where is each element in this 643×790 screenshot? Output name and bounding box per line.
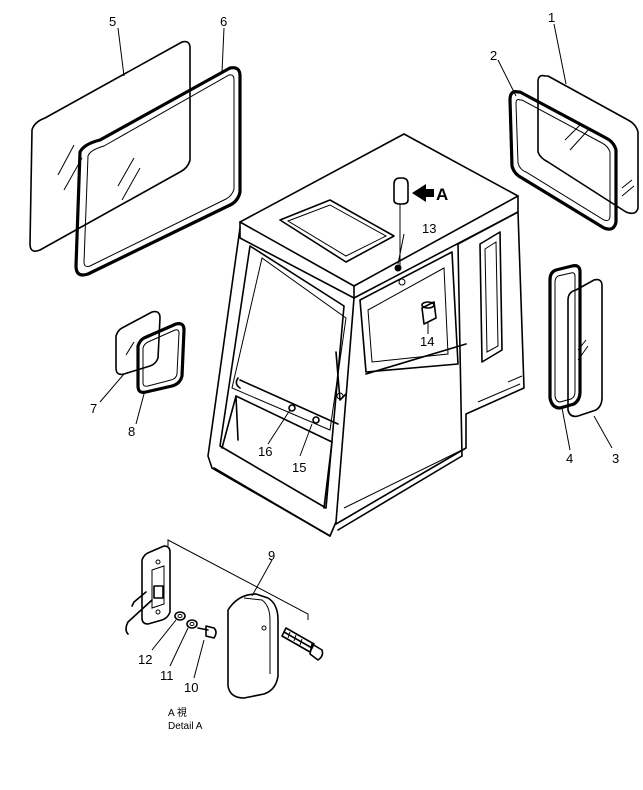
part-8-small-weather-strip xyxy=(136,322,186,394)
callout-3: 3 xyxy=(612,451,619,466)
callout-6: 6 xyxy=(220,14,227,29)
callout-7: 7 xyxy=(90,401,97,416)
callout-14: 14 xyxy=(420,334,434,349)
part-3-glass-right-lower xyxy=(567,278,603,418)
callout-4: 4 xyxy=(566,451,573,466)
callout-11: 11 xyxy=(160,668,174,683)
view-marker-label: A xyxy=(436,185,448,204)
callout-16: 16 xyxy=(258,444,272,459)
part-5-side-glass-left xyxy=(29,40,191,252)
callout-13: 13 xyxy=(422,221,436,236)
callout-8: 8 xyxy=(128,424,135,439)
leader-lines xyxy=(99,23,613,679)
detail-caption-jp: A 視 xyxy=(168,706,187,719)
cab-frame xyxy=(207,133,525,537)
callout-5: 5 xyxy=(109,14,116,29)
callout-9: 9 xyxy=(268,548,275,563)
view-arrow-icon xyxy=(412,184,434,202)
detail-caption: A 視 Detail A xyxy=(168,706,203,732)
callout-2: 2 xyxy=(490,48,497,63)
callout-15: 15 xyxy=(292,460,306,475)
part-2-weather-strip-right-upper xyxy=(508,90,618,231)
part-6-weather-strip-left xyxy=(74,66,242,277)
part-1-glass-right-upper xyxy=(537,74,639,215)
part-7-small-glass xyxy=(115,310,161,376)
callout-12: 12 xyxy=(138,652,152,667)
detail-a-assembly xyxy=(125,539,324,699)
callout-1: 1 xyxy=(548,10,555,25)
part-4-weather-strip-right-lower xyxy=(548,264,582,410)
callout-labels: 5 6 1 2 13 14 7 8 16 15 4 3 9 12 11 10 xyxy=(90,10,619,695)
detail-caption-en: Detail A xyxy=(168,721,203,732)
callout-10: 10 xyxy=(184,680,198,695)
